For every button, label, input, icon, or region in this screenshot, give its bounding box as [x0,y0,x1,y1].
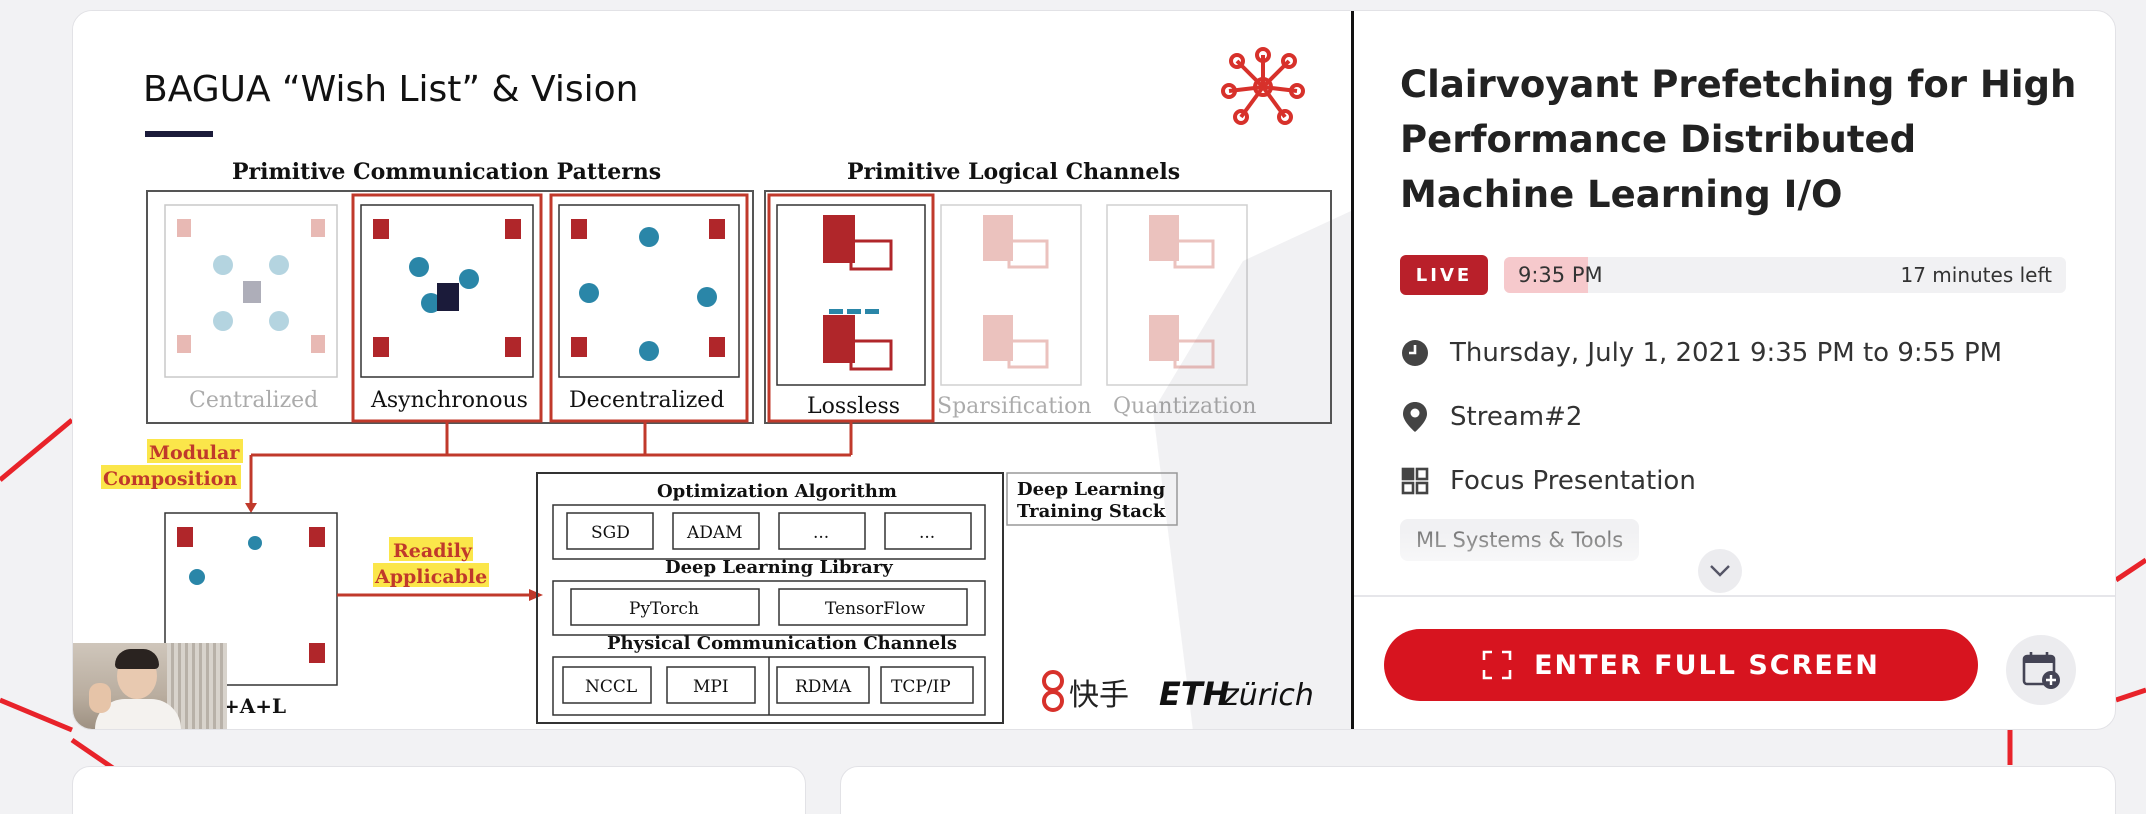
presentation-slide: BAGUA “Wish List” & Vision Primitive Com… [101,47,1351,729]
composition-label: +A+L [223,694,286,718]
pattern-label-asynchronous: Asynchronous [370,388,528,413]
phys-item-rdma: RDMA [795,677,852,697]
session-details-panel: Clairvoyant Prefetching for High Perform… [1354,11,2115,729]
add-to-calendar-button[interactable] [2006,635,2076,705]
phys-item-mpi: MPI [693,677,729,697]
stack-label-line1: Deep Learning [1017,479,1166,500]
session-start-time: 9:35 PM [1518,263,1603,287]
stack-label-line2: Training Stack [1017,501,1166,522]
kuaishou-logo-text: 快手 [1069,678,1129,713]
modular-label-line2: Composition [103,468,237,490]
session-type: Focus Presentation [1450,466,1696,496]
readily-label-line1: Readily [393,540,473,562]
session-title: Clairvoyant Prefetching for High Perform… [1400,63,2077,216]
channel-label-quantization: Quantization [1113,394,1256,419]
information-card [72,766,806,814]
readily-label-line2: Applicable [374,566,487,588]
enter-full-screen-button[interactable]: ENTER FULL SCREEN [1384,629,1978,701]
lib-item-tensorflow: TensorFlow [825,599,926,619]
live-status-row: LIVE 9:35 PM 17 minutes left [1400,255,2066,295]
fullscreen-icon [1482,650,1512,680]
library-heading: Deep Learning Library [665,557,893,578]
lib-item-pytorch: PyTorch [629,599,699,619]
speaker-webcam [73,643,227,729]
session-card: BAGUA “Wish List” & Vision Primitive Com… [72,10,2116,730]
phys-item-nccl: NCCL [585,677,637,697]
opt-item-adam: ADAM [686,523,743,543]
modular-label-line1: Modular [149,442,240,464]
session-progress-bar: 9:35 PM 17 minutes left [1504,257,2066,293]
channel-label-sparsification: Sparsification [937,394,1092,419]
speakers-card [840,766,2116,814]
pattern-label-decentralized: Decentralized [569,388,724,413]
channels-heading: Primitive Logical Channels [847,159,1180,185]
eth-logo-bold: ETH [1159,675,1230,713]
pattern-label-centralized: Centralized [189,388,318,413]
session-time-left: 17 minutes left [1900,263,2052,287]
calendar-add-icon [2022,652,2060,689]
session-type-row: Focus Presentation [1400,461,1696,501]
channel-label-lossless: Lossless [807,394,900,419]
kuaishou-logo: 快手 [1042,670,1129,713]
session-date-range: Thursday, July 1, 2021 9:35 PM to 9:55 P… [1450,338,2003,368]
session-location[interactable]: Stream#2 [1450,402,1583,432]
session-progress-fill [1504,257,1589,293]
panel-divider [1351,11,1354,729]
enter-full-screen-label: ENTER FULL SCREEN [1534,649,1880,681]
map-pin-icon [1400,402,1430,432]
chevron-down-icon [1710,565,1730,577]
eth-logo-city: zürich [1222,678,1314,713]
patterns-heading: Primitive Communication Patterns [232,159,661,185]
panel-divider-horizontal [1354,595,2115,597]
phys-item-tcpip: TCP/IP [891,677,951,697]
clock-icon [1400,338,1430,368]
physical-channels-heading: Physical Communication Channels [607,633,957,654]
opt-item-sgd: SGD [591,523,630,543]
grid-icon [1400,466,1430,496]
session-date-row: Thursday, July 1, 2021 9:35 PM to 9:55 P… [1400,333,2002,373]
network-logo-icon [1221,47,1305,125]
video-player[interactable]: BAGUA “Wish List” & Vision Primitive Com… [73,11,1351,729]
expand-details-button[interactable] [1698,549,1742,593]
session-location-row: Stream#2 [1400,397,1582,437]
slide-title: BAGUA “Wish List” & Vision [143,69,638,110]
opt-item-more-2: ... [919,523,935,543]
live-badge: LIVE [1400,255,1488,295]
optimization-heading: Optimization Algorithm [657,481,897,502]
opt-item-more-1: ... [813,523,829,543]
